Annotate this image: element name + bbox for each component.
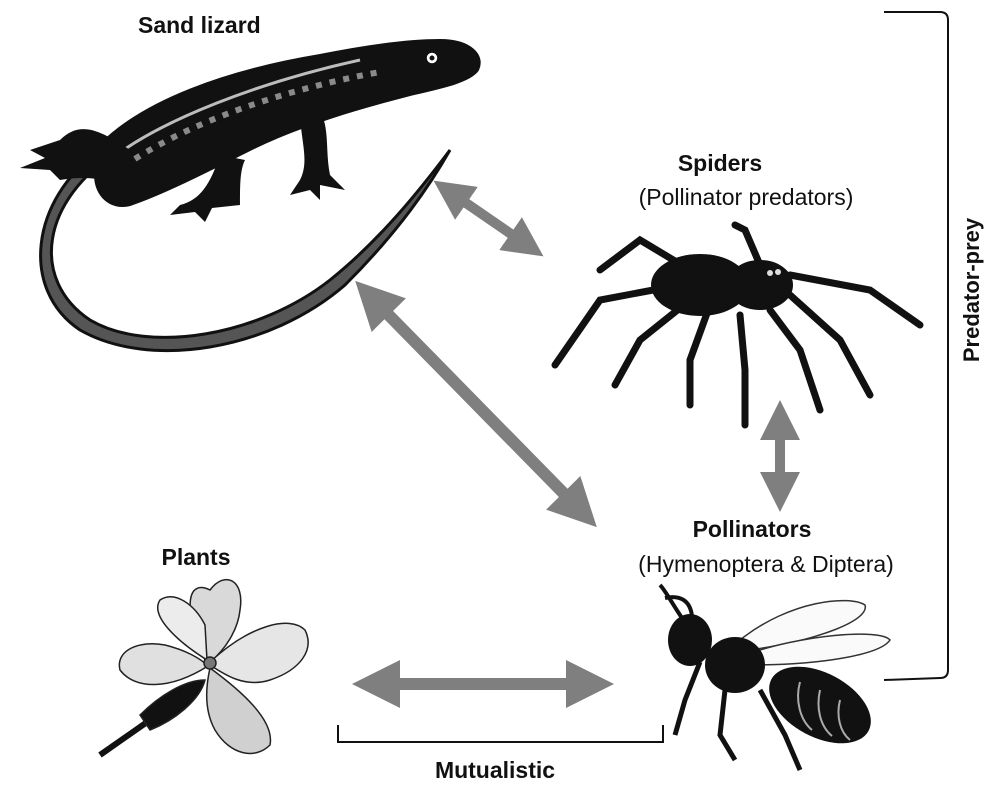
flower-illustration bbox=[100, 580, 308, 755]
lizard-illustration bbox=[20, 40, 480, 351]
lizard-spider-arrow bbox=[450, 192, 527, 245]
mutualistic-label: Mutualistic bbox=[435, 757, 555, 784]
sand-lizard-label: Sand lizard bbox=[138, 12, 261, 39]
mutualistic-bracket bbox=[338, 725, 663, 742]
spiders-subtitle: (Pollinator predators) bbox=[639, 184, 854, 211]
predator-prey-label: Predator-prey bbox=[959, 218, 985, 362]
spider-illustration bbox=[555, 225, 920, 425]
pollinators-subtitle: (Hymenoptera & Diptera) bbox=[638, 551, 894, 578]
predator-prey-bracket bbox=[884, 12, 948, 680]
spiders-label: Spiders bbox=[678, 150, 762, 177]
plants-label: Plants bbox=[161, 544, 230, 571]
pollinators-label: Pollinators bbox=[693, 516, 812, 543]
bee-illustration bbox=[660, 585, 890, 770]
lizard-pollinator-arrow bbox=[372, 298, 580, 510]
